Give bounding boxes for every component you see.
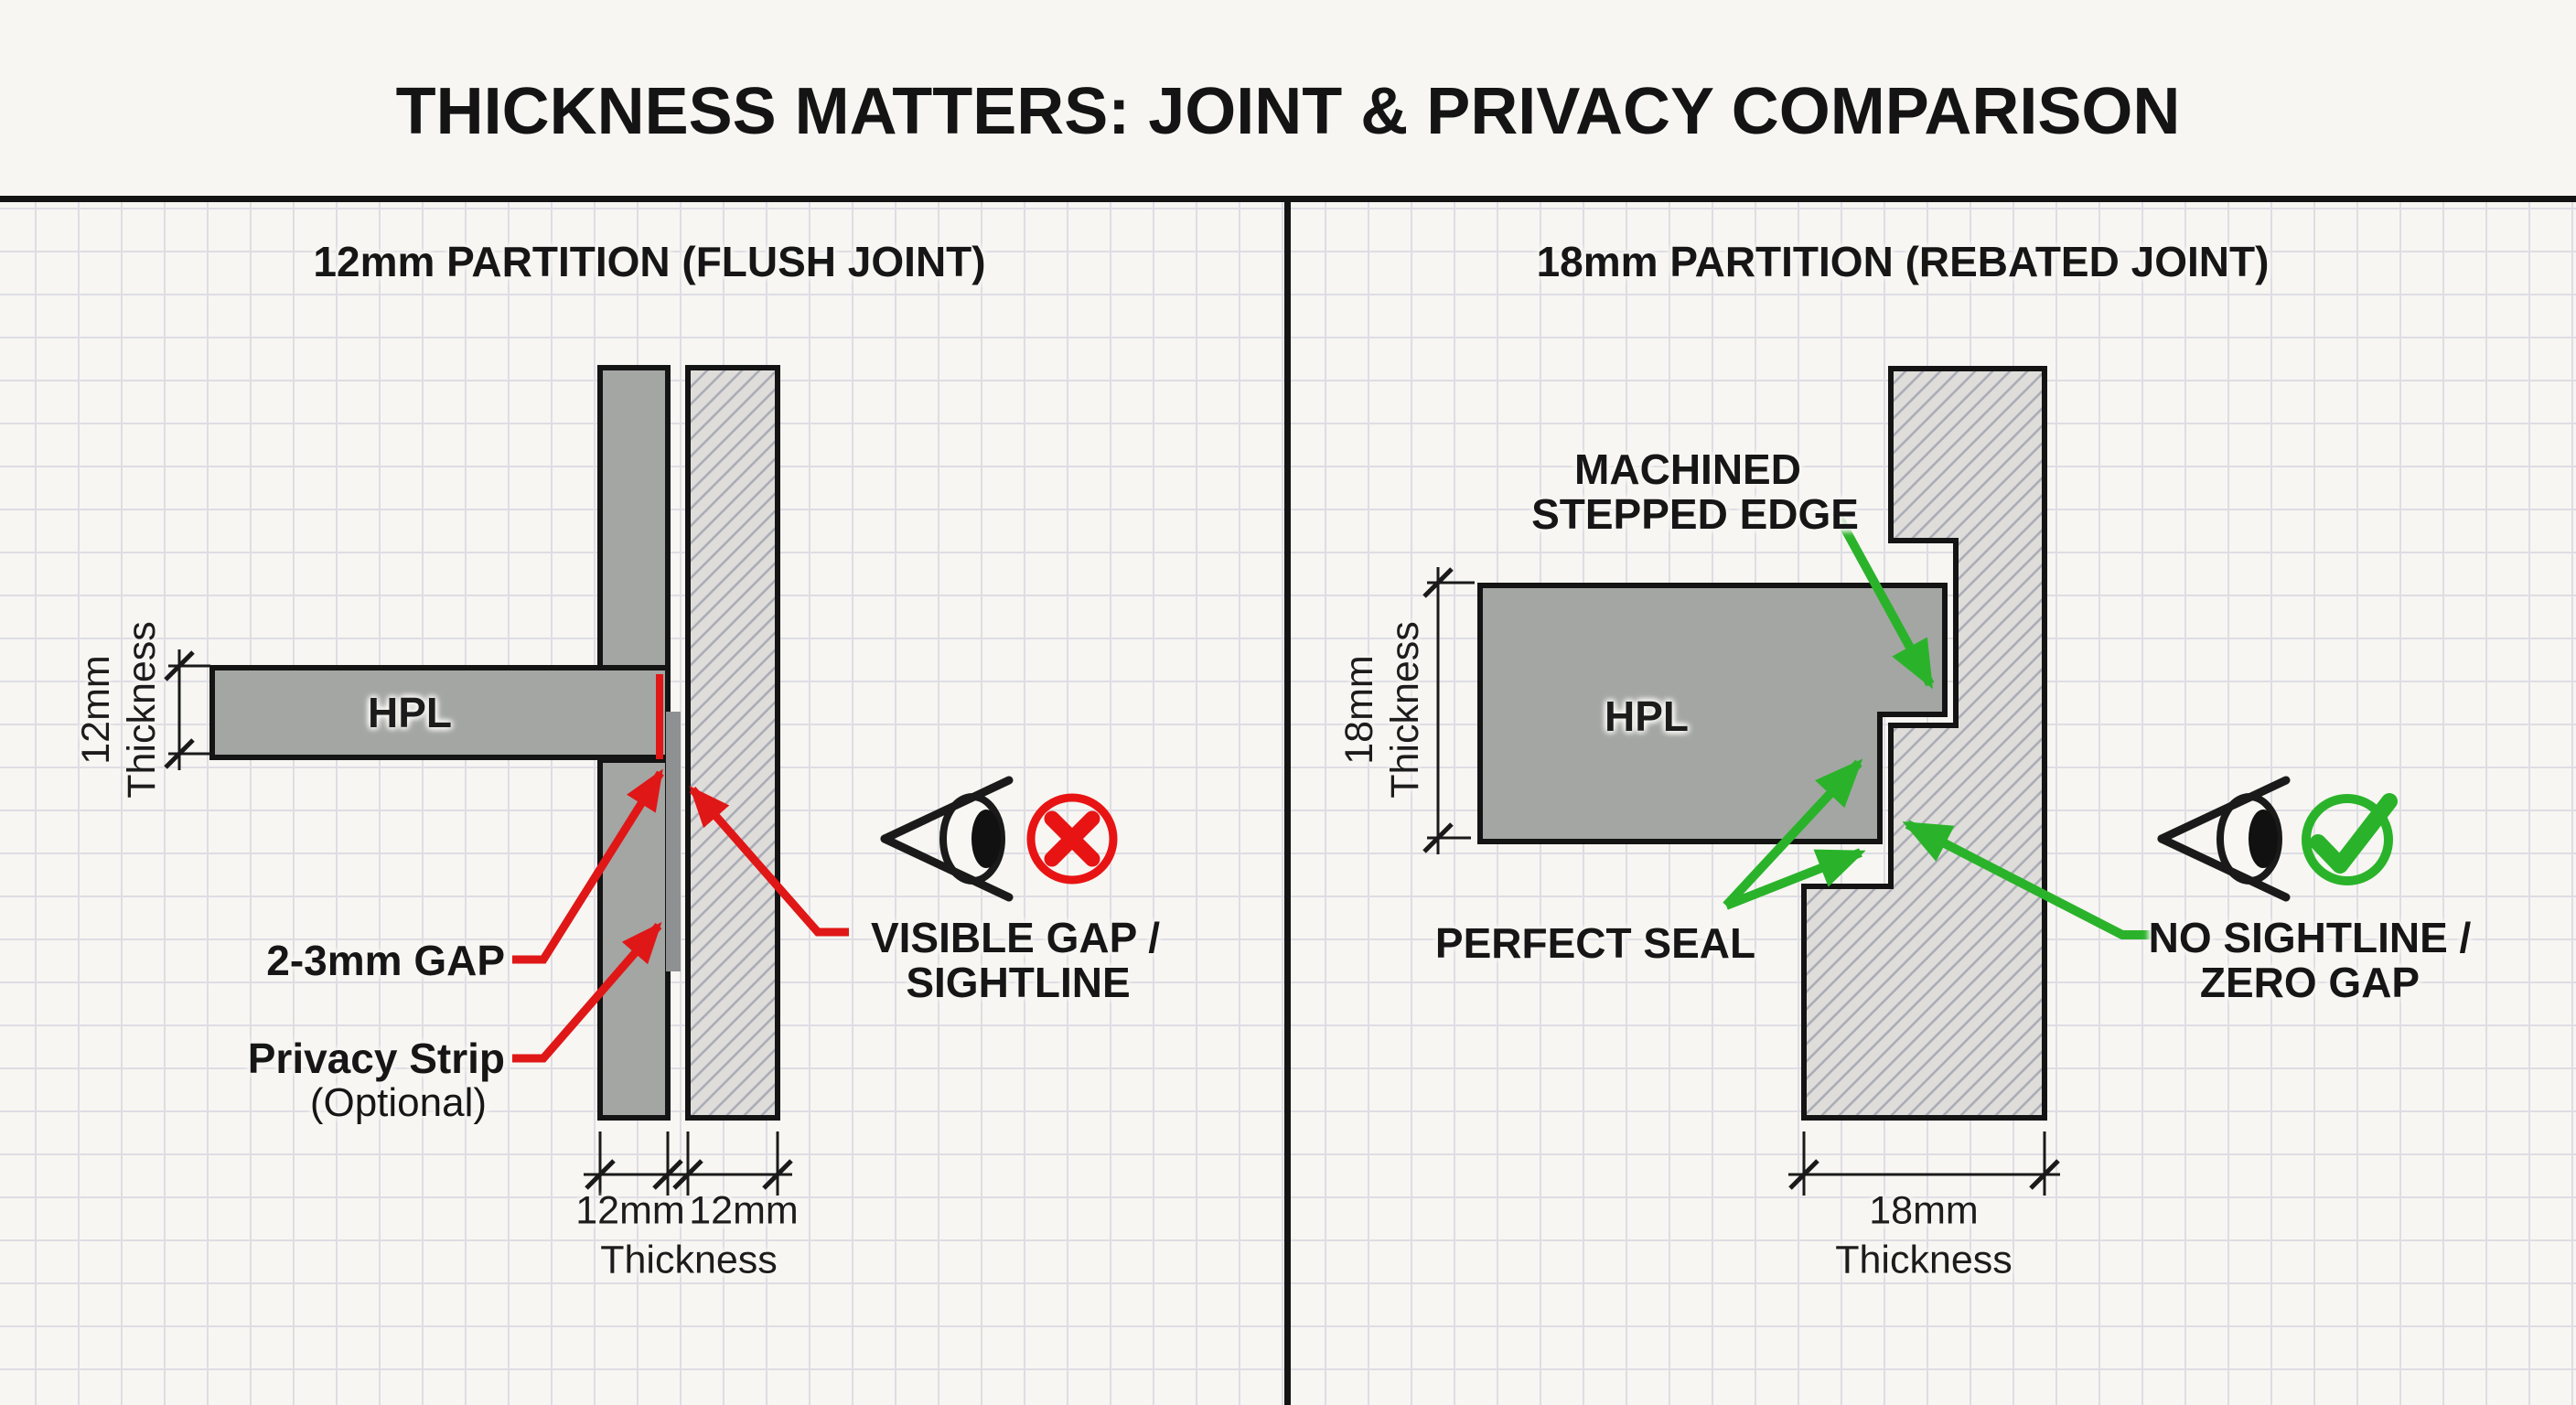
green-arrow-seal-lower (1724, 848, 1866, 910)
left-verdict-line2: SIGHTLINE (906, 958, 1131, 1006)
right-verdict-line1: NO SIGHTLINE / (2148, 913, 2472, 961)
eye-icon (2157, 776, 2291, 902)
green-arrows (1723, 509, 2157, 939)
privacy-strip (666, 712, 681, 971)
left-bottom-dim-caption: Thickness (600, 1238, 778, 1282)
red-arrow-sightline (689, 786, 849, 937)
left-verdict-line1: VISIBLE GAP / (870, 913, 1161, 961)
right-verdict-line2: ZERO GAP (2199, 958, 2420, 1006)
right-side-dimension (1422, 567, 1475, 854)
left-stile-top (597, 365, 671, 672)
red-arrow-privacy-strip (512, 922, 662, 1063)
right-bottom-dim-value: 18mm (1869, 1188, 1979, 1233)
right-side-dim-caption: Thickness (1383, 621, 1427, 799)
right-panel-heading: 18mm PARTITION (REBATED JOINT) (1536, 237, 2270, 285)
right-side-dim-label: 18mm Thickness (1337, 621, 1429, 799)
right-diagram (1422, 366, 2398, 1196)
eye-icon (880, 776, 1014, 902)
left-side-dim-value: 12mm (74, 655, 119, 765)
right-wall-panel-hatched (1801, 366, 2047, 1121)
red-arrows (512, 768, 849, 1063)
privacy-strip-note: (Optional) (309, 1079, 487, 1125)
stepped-edge-label-line1: MACHINED (1574, 445, 1801, 493)
left-side-dim-caption: Thickness (120, 621, 164, 799)
green-arrow-zero-gap (1902, 820, 2157, 939)
page-title: THICKNESS MATTERS: JOINT & PRIVACY COMPA… (395, 74, 2181, 148)
right-bottom-dim-caption: Thickness (1835, 1238, 2012, 1282)
right-side-dim-value: 18mm (1337, 655, 1382, 765)
left-side-dim-label: 12mm Thickness (74, 621, 166, 799)
right-bottom-dimension (1788, 1132, 2060, 1196)
check-icon (2302, 793, 2398, 885)
green-arrow-seal-upper (1723, 758, 1863, 909)
left-bottom-dim-left: 12mm (575, 1188, 685, 1233)
left-side-dimension (164, 649, 210, 770)
stepped-edge-label-line2: STEPPED EDGE (1531, 489, 1859, 538)
left-bottom-dim-right: 12mm (689, 1188, 799, 1233)
gap-label: 2-3mm GAP (266, 936, 505, 984)
panel-divider (1284, 196, 1291, 1405)
left-diagram (164, 365, 1118, 1196)
left-bottom-dimension (584, 1132, 793, 1196)
left-wall-panel-hatched (685, 365, 780, 1121)
privacy-strip-label: Privacy Strip (247, 1034, 505, 1082)
cross-icon (1026, 793, 1118, 885)
right-hpl-panel-stepped (1477, 583, 1948, 844)
left-hpl-label: HPL (368, 688, 452, 736)
left-panel-heading: 12mm PARTITION (FLUSH JOINT) (313, 237, 986, 285)
perfect-seal-label: PERFECT SEAL (1434, 918, 1756, 967)
red-arrow-gap (512, 768, 664, 964)
right-hpl-label: HPL (1605, 692, 1689, 740)
green-arrow-stepped-edge (1831, 509, 1935, 690)
